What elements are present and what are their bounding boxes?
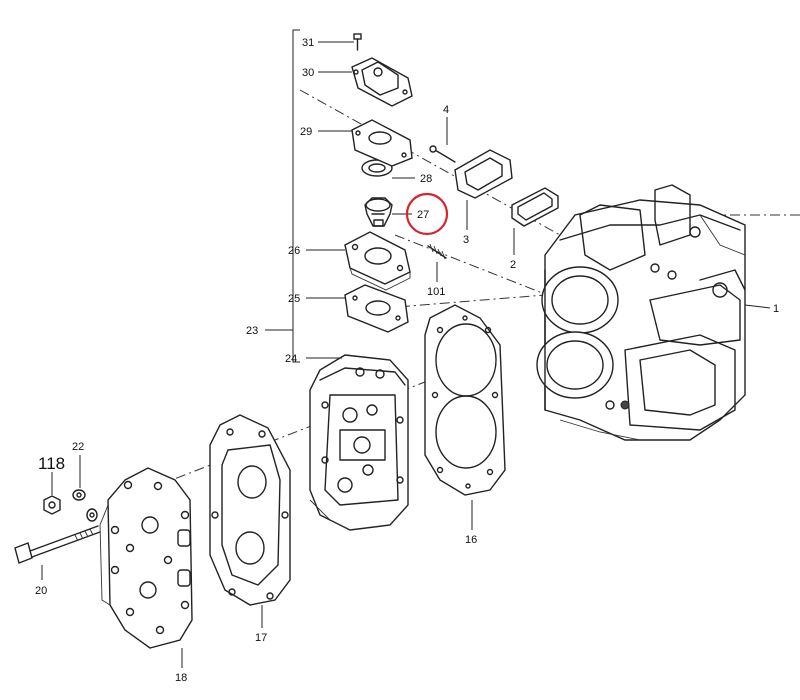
label-29: 29	[300, 126, 312, 138]
cylinder-head-part-24[interactable]	[309, 354, 409, 531]
plate-part-3[interactable]	[454, 149, 513, 199]
highlight-circle-27	[405, 192, 449, 236]
bolt-part-4[interactable]	[429, 145, 456, 163]
label-16: 16	[465, 534, 477, 546]
label-118: 118	[38, 454, 65, 473]
label-27[interactable]: 27	[417, 209, 429, 221]
label-3: 3	[463, 234, 469, 246]
label-4: 4	[443, 104, 449, 116]
head-gasket-part-16[interactable]	[424, 304, 506, 496]
thermostat-cover-part-30[interactable]	[351, 57, 413, 107]
gasket-part-25[interactable]	[344, 284, 409, 333]
cylinder-block-part-1[interactable]	[536, 184, 746, 441]
washer-part-22[interactable]	[72, 489, 98, 522]
screw-part-31[interactable]	[353, 33, 362, 51]
gasket-part-2[interactable]	[511, 187, 559, 227]
label-101: 101	[427, 286, 445, 298]
cover-gasket-part-29[interactable]	[351, 119, 413, 167]
label-26: 26	[288, 245, 300, 257]
head-cover-part-18[interactable]	[99, 467, 193, 649]
part-number-labels: 31 30 29 28 27 26 25 24 23 4 3 2 101 1 1…	[35, 37, 779, 684]
bolt-part-20[interactable]	[14, 525, 101, 564]
label-23: 23	[246, 325, 258, 337]
label-31: 31	[302, 37, 314, 49]
spring-part-101[interactable]	[427, 243, 447, 260]
leader-lines	[41, 41, 771, 668]
label-25: 25	[288, 293, 300, 305]
label-24: 24	[285, 353, 297, 365]
label-2: 2	[510, 259, 516, 271]
seal-ring-part-28[interactable]	[361, 159, 393, 177]
thermostat-part-27[interactable]	[364, 197, 393, 227]
label-22: 22	[72, 441, 84, 453]
label-1: 1	[773, 303, 779, 315]
label-30: 30	[302, 67, 314, 79]
label-28: 28	[420, 173, 432, 185]
label-18: 18	[175, 672, 187, 684]
label-17: 17	[255, 632, 267, 644]
thermostat-housing-part-26[interactable]	[344, 231, 411, 291]
label-20: 20	[35, 585, 47, 597]
nut-part-118[interactable]	[43, 495, 61, 515]
cover-gasket-part-17[interactable]	[209, 414, 291, 606]
group-bracket-23	[265, 29, 300, 363]
